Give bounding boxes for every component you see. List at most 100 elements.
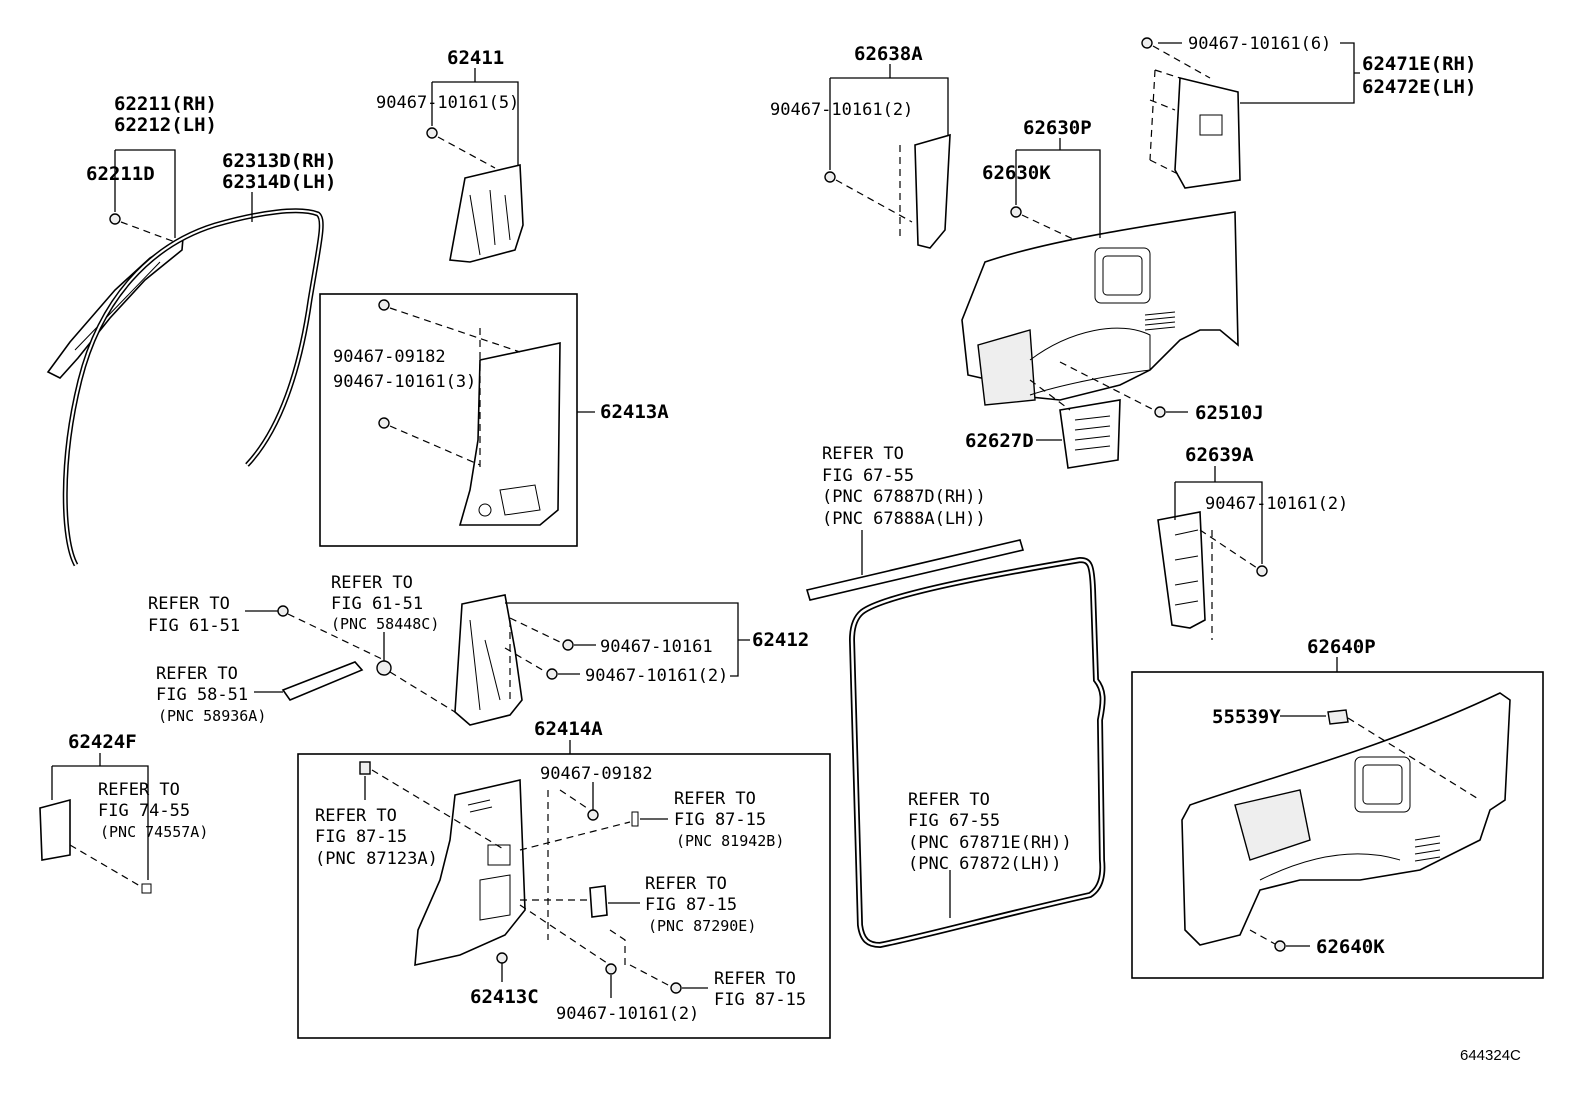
label-62639a: 62639A [1185,444,1254,466]
clip-62638a [824,171,913,223]
side-panel-62630p [961,211,1239,406]
trim-pillar-62638a [899,133,951,249]
weatherstrip-67871e [848,556,1106,949]
trim-panel-62471e [1149,69,1241,189]
ref-67-55-bottom-line4: (PNC 67872(LH)) [908,854,1062,874]
clip-62510j [1059,361,1166,418]
label-62413a: 62413A [600,401,669,423]
leader-lines [51,42,1360,998]
ref-61-51-b-line3: (PNC 58448C) [331,615,439,633]
ref-fig-87-15-d: REFER TO FIG 87-15 [714,969,806,1010]
ref-67-55-top-line1: REFER TO [822,444,904,464]
ref-fig-61-51-a: REFER TO FIG 61-51 [148,594,240,636]
ref-87-15-b-line2: FIG 87-15 [674,810,766,830]
label-62424f: 62424F [68,731,137,753]
label-box1-clip-a: 90467-09182 [333,347,446,367]
diagram-id: 644324C [1460,1047,1521,1064]
label-62630k: 62630K [982,162,1051,184]
trim-panel-62412 [454,594,523,726]
label-62211-rh: 62211(RH) [114,93,217,115]
label-62411-clip: 90467-10161(5) [376,93,519,113]
bracket-62424f [39,798,152,894]
detail-box-62413a [319,293,578,547]
label-62412: 62412 [752,629,809,651]
ref-87-15-c-line2: FIG 87-15 [645,895,737,915]
ref-61-51-a-line2: FIG 61-51 [148,616,240,636]
weatherstrip-62313d [62,208,324,567]
ref-58-51-line2: FIG 58-51 [156,685,248,705]
ref-67-55-top-line4: (PNC 67888A(LH)) [822,509,986,529]
ref-58-51-line1: REFER TO [156,664,238,684]
trim-panel-62414a [414,779,526,967]
ref-87-15-c-line1: REFER TO [645,874,727,894]
ref-74-55-line2: FIG 74-55 [98,801,190,821]
ref-87-15-b-line1: REFER TO [674,789,756,809]
detail-box-62414a [297,753,831,1039]
ref-74-55-line3: (PNC 74557A) [100,823,208,841]
ref-87-15-d-line2: FIG 87-15 [714,990,806,1010]
trim-pillar-62639a [1157,511,1213,640]
ref-fig-74-55: REFER TO FIG 74-55 (PNC 74557A) [98,780,208,841]
ref-58-51-line3: (PNC 58936A) [158,707,266,725]
label-62314d-lh: 62314D(LH) [222,171,336,193]
clip-62630k [1010,206,1076,241]
ref-87-15-a-line2: FIG 87-15 [315,827,407,847]
clip-62411 [426,127,496,169]
label-62630p: 62630P [1023,117,1092,139]
label-62510j: 62510J [1195,402,1264,424]
label-55539y: 55539Y [1212,706,1281,728]
clips-62412 [504,617,574,680]
label-62627d: 62627D [965,430,1034,452]
label-62211d: 62211D [86,163,155,185]
clip-62471e [1141,37,1211,79]
ref-fig-67-55-bottom: REFER TO FIG 67-55 (PNC 67871E(RH)) (PNC… [908,790,1072,874]
label-62638a-clip: 90467-10161(2) [770,100,913,120]
ref-67-55-bottom-line3: (PNC 67871E(RH)) [908,833,1072,853]
label-62471e-clip: 90467-10161(6) [1188,34,1331,54]
moulding-67887d [805,539,1025,601]
ref-61-51-a-line1: REFER TO [148,594,230,614]
trim-panel-62413a [458,342,561,526]
clips-62414a [359,761,682,994]
label-62411: 62411 [447,47,504,69]
ref-67-55-top-line3: (PNC 67887D(RH)) [822,487,986,507]
label-62639a-clip: 90467-10161(2) [1205,494,1348,514]
clips-62413a [378,299,521,470]
label-62414a: 62414A [534,718,603,740]
ref-67-55-bottom-line1: REFER TO [908,790,990,810]
ref-fig-58-51: REFER TO FIG 58-51 (PNC 58936A) [156,664,266,725]
clip-62639a [1199,529,1268,577]
ref-fig-67-55-top: REFER TO FIG 67-55 (PNC 67887D(RH)) (PNC… [822,444,986,529]
cover-62627d [1029,379,1121,469]
label-62640k: 62640K [1316,936,1385,958]
ref-87-15-a-line3: (PNC 87123A) [315,849,438,869]
ref-74-55-line1: REFER TO [98,780,180,800]
label-62638a: 62638A [854,43,923,65]
ref-fig-87-15-a: REFER TO FIG 87-15 (PNC 87123A) [315,806,438,869]
pillar-trim-62211 [46,236,184,379]
ref-fig-61-51-b: REFER TO FIG 61-51 (PNC 58448C) [331,573,439,633]
ref-67-55-bottom-line2: FIG 67-55 [908,811,1000,831]
ref-fig-87-15-c: REFER TO FIG 87-15 (PNC 87290E) [645,874,756,935]
label-62413c: 62413C [470,986,539,1008]
label-62472e-lh: 62472E(LH) [1362,76,1476,98]
ref-67-55-top-line2: FIG 67-55 [822,466,914,486]
ref-87-15-b-line3: (PNC 81942B) [676,832,784,850]
label-62212-lh: 62212(LH) [114,114,217,136]
label-62471e-rh: 62471E(RH) [1362,53,1476,75]
ref-87-15-d-line1: REFER TO [714,969,796,989]
label-box2-clip-a: 90467-09182 [540,764,653,784]
ref-87-15-c-line3: (PNC 87290E) [648,917,756,935]
label-box1-clip-b: 90467-10161(3) [333,372,476,392]
ref-61-51-b-line2: FIG 61-51 [331,594,423,614]
label-62412-clip-a: 90467-10161 [600,637,713,657]
clip-62211d [109,213,176,243]
part-labels: 62411 90467-10161(5) 62211(RH) 62212(LH)… [68,34,1521,1064]
label-62640p: 62640P [1307,636,1376,658]
trim-panel-62411 [449,164,524,263]
clip-62640k [1249,929,1286,952]
label-box2-clip-b: 90467-10161(2) [556,1004,699,1024]
link-58936a [277,605,456,713]
